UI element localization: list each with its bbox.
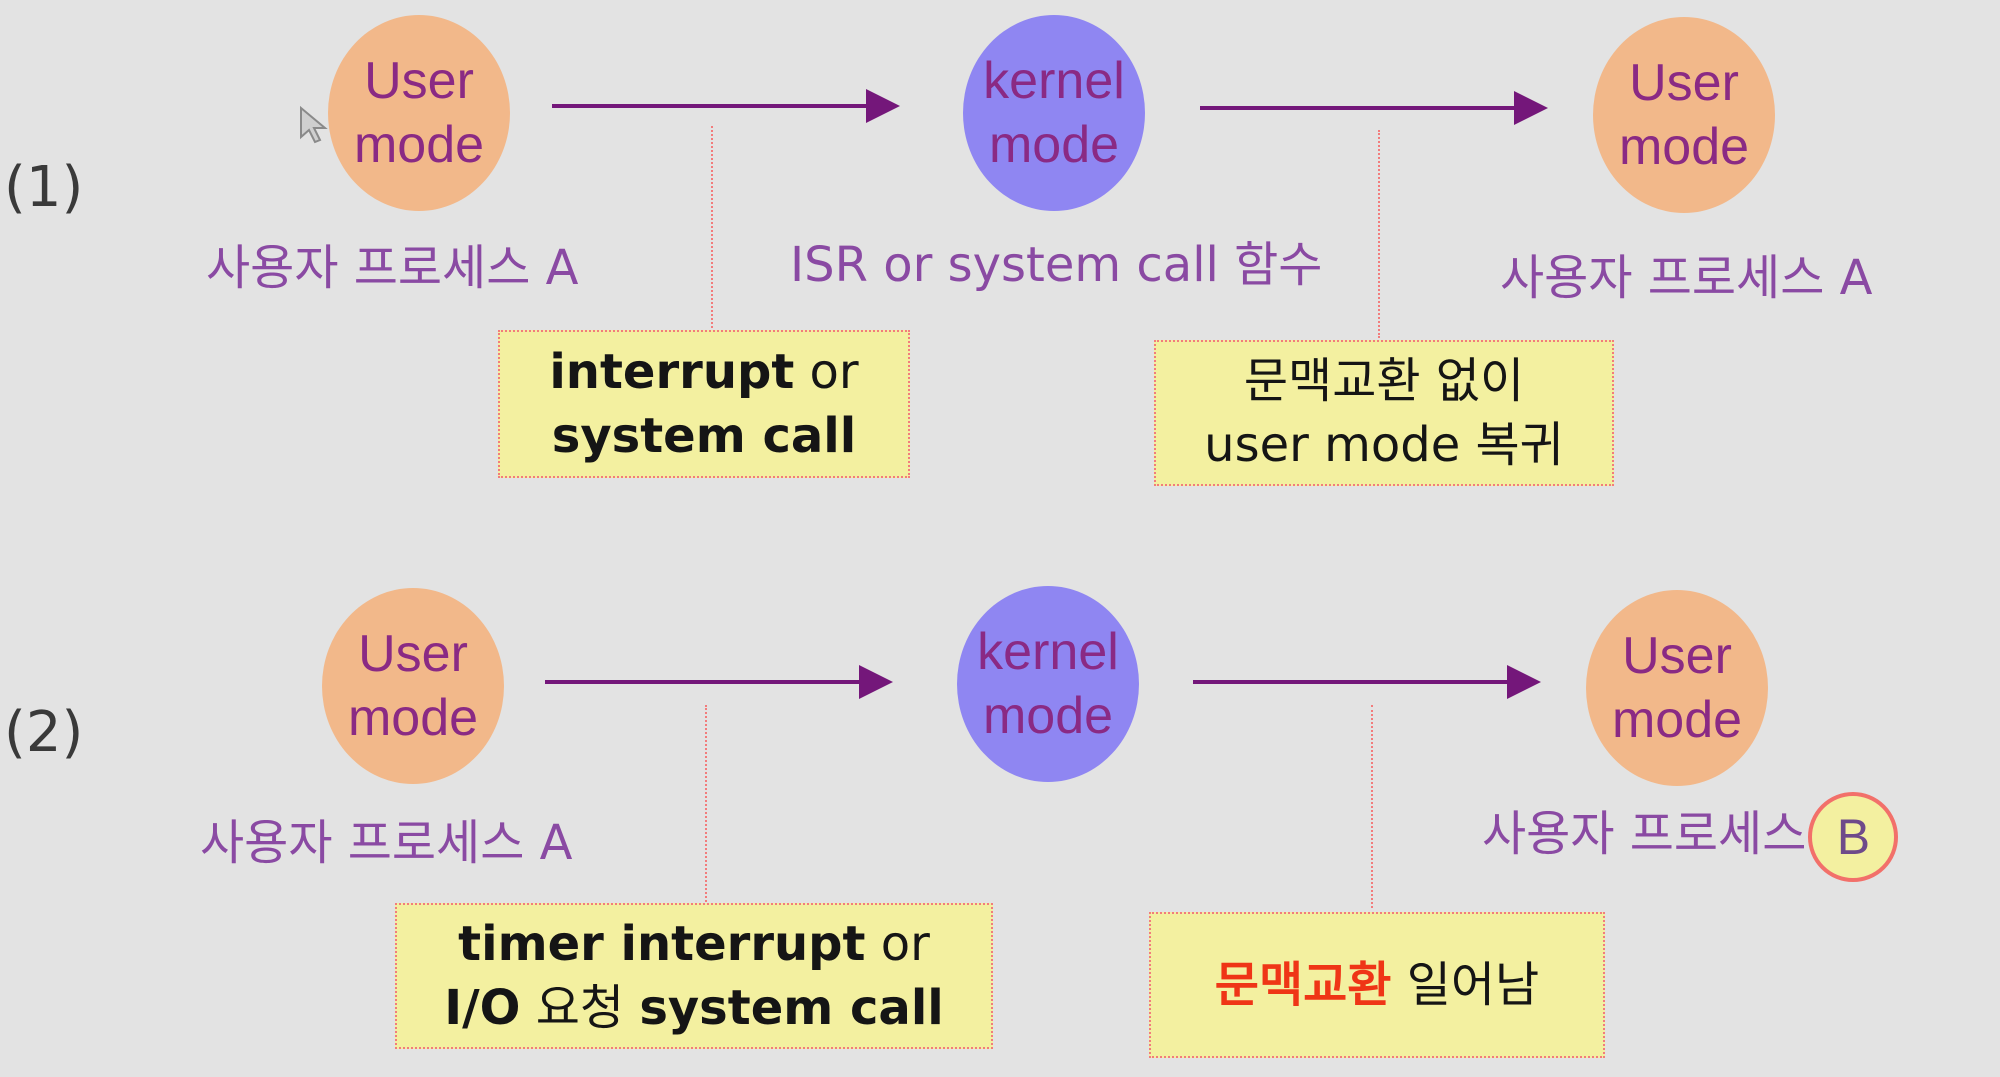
note-bold-text: timer interrupt [458, 916, 866, 972]
user-mode-node: User mode [1586, 590, 1768, 786]
transition-arrow [1200, 91, 1548, 125]
user-mode-node: User mode [328, 15, 510, 211]
dotted-connector [1371, 705, 1373, 908]
kernel-mode-node: kernel mode [963, 15, 1145, 211]
note-text: or [865, 916, 930, 972]
node-label-line1: User [364, 52, 474, 110]
kernel-mode-node: kernel mode [957, 586, 1139, 782]
diagram-row-2: (2) User mode 사용자 프로세스 A kernel mode Use… [0, 575, 2000, 1075]
row-label: (1) [4, 155, 84, 220]
node-label-line1: kernel [983, 52, 1125, 110]
note-text: 일어남 [1391, 957, 1540, 1013]
node-label-line2: mode [347, 689, 479, 747]
circled-letter-b: B [1808, 792, 1899, 882]
node-label-line1: kernel [977, 623, 1119, 681]
mouse-cursor-icon [300, 105, 328, 144]
dotted-connector [1378, 130, 1380, 338]
note-bold-text: interrupt [549, 344, 795, 400]
note-line: 문맥교환 일어남 [1215, 953, 1539, 1017]
transition-arrow [552, 89, 900, 123]
note-box: 문맥교환 없이 user mode 복귀 [1154, 340, 1614, 486]
node-label-line2: mode [982, 687, 1114, 745]
note-line: I/O 요청 system call [444, 976, 943, 1040]
note-text: user mode 복귀 [1204, 417, 1564, 473]
user-mode-node: User mode [1593, 17, 1775, 213]
node-label-line2: mode [1618, 118, 1750, 176]
dotted-connector [711, 126, 713, 328]
node-label-line1: User [1622, 627, 1732, 685]
dotted-connector [705, 705, 707, 905]
note-line: system call [552, 404, 856, 468]
highlight-text: 문맥교환 [1214, 957, 1392, 1013]
note-box: 문맥교환 일어남 [1149, 912, 1605, 1058]
note-bold-text: I/O [444, 980, 521, 1036]
note-bold-text: system call [551, 408, 857, 464]
note-line: interrupt or [549, 340, 858, 404]
note-text: or [794, 344, 859, 400]
diagram-row-1: (1) User mode 사용자 프로세스 A kernel mode ISR… [0, 0, 2000, 500]
node-caption: 사용자 프로세스 A [200, 815, 573, 871]
transition-arrow [545, 665, 893, 699]
node-caption-text: 사용자 프로세스 [1482, 806, 1807, 862]
note-line: timer interrupt or [458, 912, 930, 976]
node-caption: 사용자 프로세스 A [206, 240, 579, 296]
node-caption: 사용자 프로세스 A [1500, 250, 1873, 306]
transition-arrow [1193, 665, 1541, 699]
note-text: 문맥교환 없이 [1243, 353, 1525, 409]
node-label-line2: mode [1611, 691, 1743, 749]
node-label-line2: mode [353, 116, 485, 174]
note-box: interrupt or system call [498, 330, 910, 478]
node-label-line1: User [358, 625, 468, 683]
row-label: (2) [4, 700, 84, 765]
node-label-line2: mode [988, 116, 1120, 174]
node-label-line1: User [1629, 54, 1739, 112]
note-bold-text: system call [639, 980, 944, 1036]
note-text: 요청 [520, 980, 640, 1036]
note-box: timer interrupt or I/O 요청 system call [395, 903, 993, 1049]
node-caption: ISR or system call 함수 [790, 237, 1323, 293]
user-mode-node: User mode [322, 588, 504, 784]
